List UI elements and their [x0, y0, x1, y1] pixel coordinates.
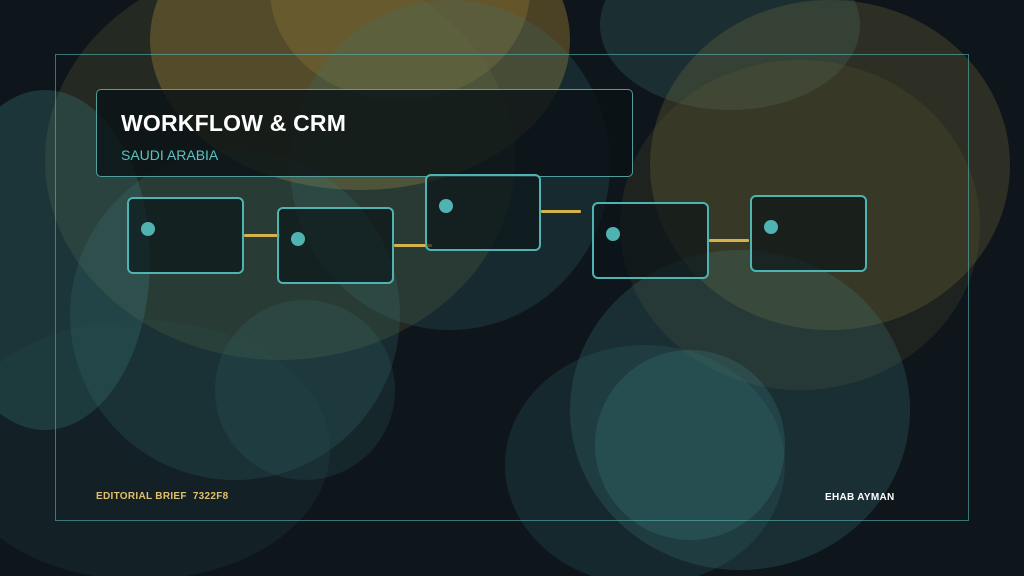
footer-brief: EDITORIAL BRIEF 7322F8: [96, 491, 229, 502]
slide-frame: [55, 54, 969, 521]
bokeh-circle: [570, 250, 910, 570]
workflow-connector: [244, 234, 280, 237]
bokeh-circle: [505, 345, 785, 576]
workflow-connector: [394, 244, 432, 247]
bokeh-circle: [595, 350, 785, 540]
workflow-connector: [709, 239, 749, 242]
bokeh-circle: [650, 0, 1010, 330]
footer-code: 7322F8: [192, 491, 229, 502]
workflow-node: [750, 195, 867, 272]
bokeh-circle: [215, 300, 395, 480]
workflow-node: [277, 207, 394, 284]
slide-title: WORKFLOW & CRM: [121, 110, 347, 136]
workflow-node: [127, 197, 244, 274]
node-dot: [291, 232, 305, 246]
node-dot: [606, 227, 620, 241]
workflow-node: [425, 174, 541, 251]
slide-subtitle: SAUDI ARABIA: [121, 147, 219, 163]
workflow-node: [592, 202, 709, 279]
footer-label: EDITORIAL BRIEF: [96, 491, 187, 502]
workflow-connector: [541, 210, 581, 213]
footer-author: EHAB AYMAN: [825, 492, 895, 503]
title-panel: WORKFLOW & CRM SAUDI ARABIA: [96, 89, 633, 177]
node-dot: [141, 222, 155, 236]
node-dot: [764, 220, 778, 234]
node-dot: [439, 199, 453, 213]
